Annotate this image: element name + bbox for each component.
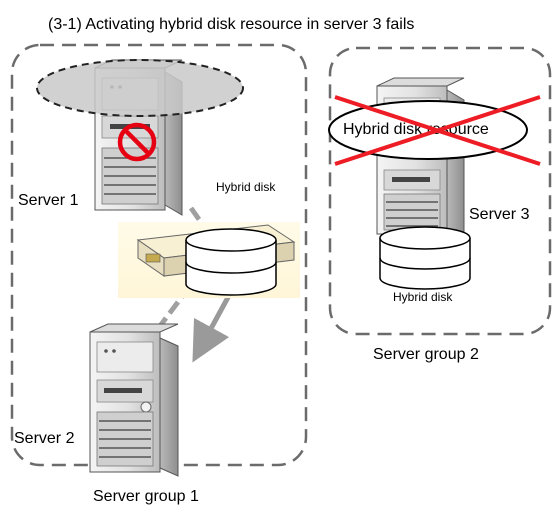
prohibited-icon — [117, 122, 157, 162]
diagram-title: (3-1) Activating hybrid disk resource in… — [48, 16, 414, 33]
server-2-icon — [89, 323, 179, 477]
hybrid-disk-label-group-2: Hybrid disk — [393, 290, 453, 304]
failure-cross-icon — [334, 95, 541, 166]
mirror-arrow — [192, 288, 235, 363]
hybrid-disk-label-group-1: Hybrid disk — [216, 180, 276, 194]
server-group-2-label: Server group 2 — [373, 346, 479, 363]
hybrid-disk-cylinder-group-1 — [185, 228, 277, 296]
server-1-label: Server 1 — [18, 192, 79, 209]
server-group-1-boundary — [10, 43, 308, 467]
hybrid-disk-cylinder-group-2 — [379, 226, 471, 290]
server-3-label: Server 3 — [469, 206, 530, 223]
server-group-1-label: Server group 1 — [93, 488, 199, 505]
resource-ellipse-server-1 — [36, 59, 244, 117]
server-2-label: Server 2 — [14, 430, 75, 447]
